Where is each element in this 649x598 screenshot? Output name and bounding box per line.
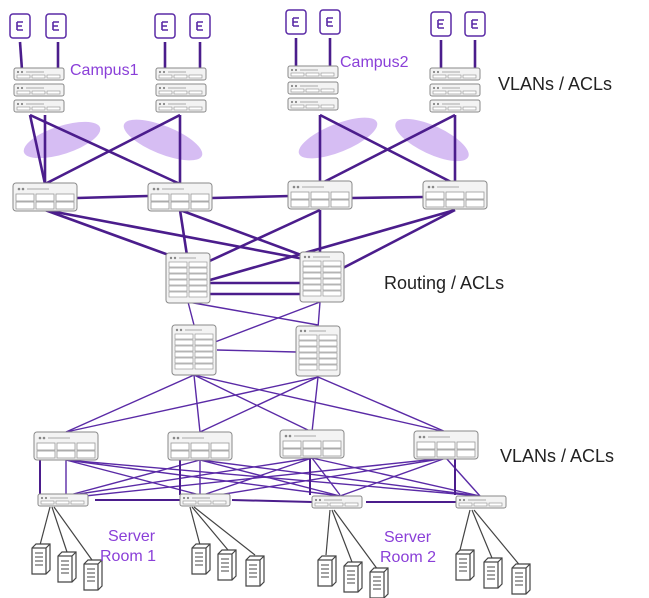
lag-ellipse	[23, 121, 101, 159]
switch-icon	[12, 182, 78, 212]
tier-access-label: VLANs / ACLs	[498, 74, 612, 94]
dc-access-switches	[33, 429, 479, 461]
switch-icon	[311, 495, 363, 509]
tier-dc-label: VLANs / ACLs	[500, 446, 614, 466]
lag-ellipse	[123, 119, 203, 161]
switch-icon	[299, 251, 345, 303]
switch-icon	[13, 67, 65, 113]
campus2-label: Campus2	[340, 54, 409, 71]
tier-core-label: Routing / ACLs	[384, 273, 504, 293]
server-icon	[455, 549, 475, 581]
switch-icon	[167, 431, 233, 461]
server-cables	[39, 506, 523, 571]
switch-icon	[147, 182, 213, 212]
switch-icon	[295, 325, 341, 377]
campus1-label: Campus1	[70, 62, 139, 79]
server-icon	[31, 543, 51, 575]
switch-icon	[33, 431, 99, 461]
switch-icon	[171, 324, 217, 376]
server-icon	[369, 567, 389, 598]
access-point-icon	[9, 13, 31, 39]
lag-ellipses	[23, 117, 469, 162]
switch-icon	[165, 252, 211, 304]
server-icon	[343, 561, 363, 593]
access-points	[9, 9, 486, 39]
access-point-icon	[464, 11, 486, 37]
server-icon	[191, 543, 211, 575]
thin-links	[65, 301, 481, 499]
switch-icon	[429, 67, 481, 113]
server-room2-line2: Room 2	[380, 549, 436, 566]
lag-ellipse	[395, 118, 469, 162]
server-icon	[511, 563, 531, 595]
access-point-icon	[154, 13, 176, 39]
access-point-icon	[189, 13, 211, 39]
server-room2-line1: Server	[384, 529, 432, 546]
switch-icon	[179, 493, 231, 507]
switch-icon	[455, 495, 507, 509]
server-icon	[245, 555, 265, 587]
server-icon	[57, 551, 77, 583]
switch-icon	[279, 429, 345, 459]
links	[18, 38, 477, 296]
lag-ellipse	[298, 117, 378, 159]
access-point-icon	[285, 9, 307, 35]
server-icon	[317, 555, 337, 587]
core-switches	[165, 251, 345, 304]
switch-icon	[287, 180, 353, 210]
switch-icon	[37, 493, 89, 507]
server-room1-line1: Server	[108, 528, 156, 545]
access-point-icon	[45, 13, 67, 39]
switch-icon	[155, 67, 207, 113]
switch-icon	[413, 430, 479, 460]
server-icon	[483, 557, 503, 589]
server-room1-line2: Room 1	[100, 548, 156, 565]
switch-icon	[422, 180, 488, 210]
server-icon	[217, 549, 237, 581]
access-point-icon	[319, 9, 341, 35]
switch-icon	[287, 65, 339, 111]
access-point-icon	[430, 11, 452, 37]
